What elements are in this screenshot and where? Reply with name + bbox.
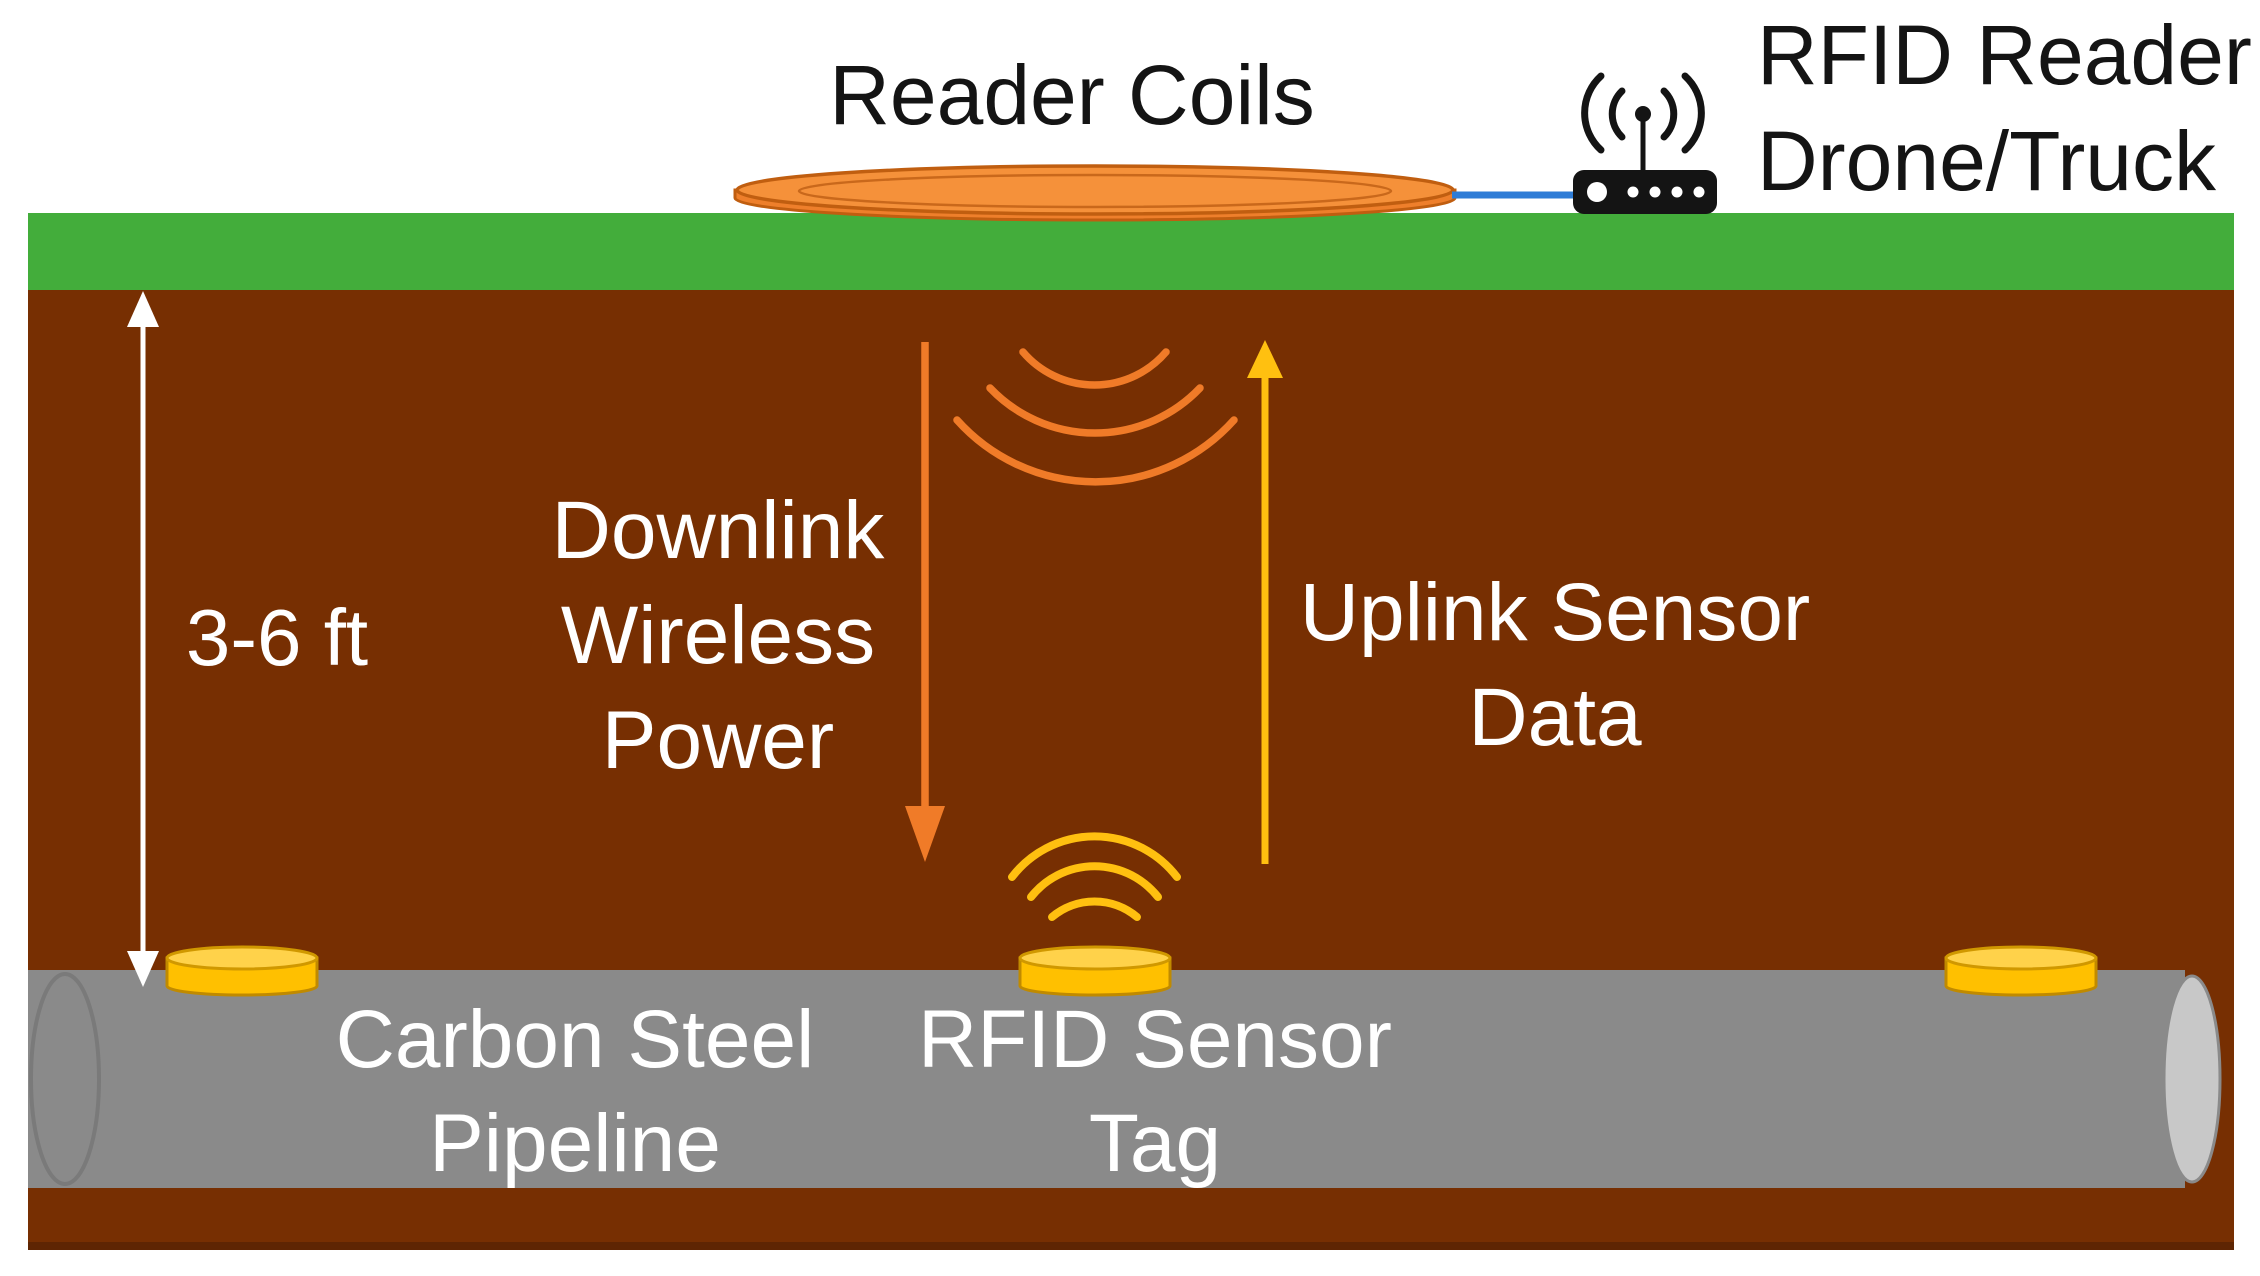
reader-coil-icon xyxy=(733,164,1457,222)
wifi-arc-right-inner xyxy=(1660,87,1678,141)
reader-coil-inner-ring xyxy=(797,173,1393,209)
label-reader-coils: Reader Coils xyxy=(829,48,1315,142)
rfid-tag-center-icon xyxy=(1018,945,1172,997)
label-rfid-reader: RFID Reader Drone/Truck xyxy=(1757,2,2260,214)
label-pipeline-line1: Carbon Steel xyxy=(335,994,815,1085)
rfid-tag-left-icon xyxy=(165,945,319,997)
downlink-arrow xyxy=(905,342,945,862)
downlink-arrow-head xyxy=(905,806,945,862)
grass-surface xyxy=(28,213,2234,290)
depth-dimension-arrow xyxy=(127,291,159,987)
label-downlink-line1: Downlink xyxy=(551,485,885,576)
pipeline xyxy=(28,970,2222,1188)
label-sensor-tag-line1: RFID Sensor xyxy=(918,994,1392,1085)
label-uplink-sensor-data: Uplink Sensor Data xyxy=(1255,560,1855,770)
wifi-signal-icon xyxy=(1581,72,1705,154)
label-rfid-sensor-tag: RFID Sensor Tag xyxy=(855,988,1455,1196)
wifi-arc-left-outer xyxy=(1581,72,1605,154)
reader-led-2 xyxy=(1649,186,1661,198)
uplink-arrow xyxy=(1247,340,1283,864)
pipeline-body xyxy=(28,970,2185,1188)
label-uplink-line1: Uplink Sensor xyxy=(1299,567,1811,658)
soil-bottom-edge xyxy=(28,1242,2234,1250)
label-downlink-line2: Wireless xyxy=(560,590,876,681)
label-downlink-line3: Power xyxy=(601,695,835,786)
pipeline-left-rim xyxy=(29,972,101,1186)
downlink-wave-arc-2 xyxy=(986,384,1204,437)
reader-led-large xyxy=(1587,182,1607,202)
label-carbon-steel-pipeline: Carbon Steel Pipeline xyxy=(275,988,875,1196)
reader-led-3 xyxy=(1671,186,1683,198)
label-pipeline-line2: Pipeline xyxy=(429,1098,721,1189)
uplink-arrow-head xyxy=(1247,340,1283,378)
wifi-arc-right-outer xyxy=(1681,72,1705,154)
uplink-wave-arc-1 xyxy=(1008,832,1181,881)
uplink-waves-icon xyxy=(1008,832,1181,921)
reader-led-1 xyxy=(1627,186,1639,198)
tag-top xyxy=(1018,945,1172,971)
label-rfid-reader-line1: RFID Reader xyxy=(1757,8,2252,102)
label-downlink-wireless-power: Downlink Wireless Power xyxy=(418,478,1018,793)
depth-arrow-head-top xyxy=(127,291,159,327)
downlink-wave-arc-1 xyxy=(1019,348,1170,389)
rfid-tag-right-icon xyxy=(1944,945,2098,997)
label-sensor-tag-line2: Tag xyxy=(1088,1098,1222,1189)
tag-top xyxy=(165,945,319,971)
wifi-arc-left-inner xyxy=(1608,87,1626,141)
rfid-reader-icon xyxy=(1573,72,1717,214)
antenna-tip xyxy=(1635,106,1651,122)
downlink-waves-icon xyxy=(953,348,1238,486)
tag-top xyxy=(1944,945,2098,971)
pipeline-end-cap xyxy=(2162,974,2222,1184)
label-depth: 3-6 ft xyxy=(185,593,369,682)
uplink-wave-arc-2 xyxy=(1027,862,1162,901)
reader-box xyxy=(1573,170,1717,214)
label-rfid-reader-line2: Drone/Truck xyxy=(1757,114,2217,208)
depth-arrow-head-bottom xyxy=(127,951,159,987)
reader-led-4 xyxy=(1693,186,1705,198)
downlink-wave-arc-3 xyxy=(953,416,1238,486)
label-uplink-line2: Data xyxy=(1468,672,1642,763)
uplink-wave-arc-3 xyxy=(1048,897,1141,921)
